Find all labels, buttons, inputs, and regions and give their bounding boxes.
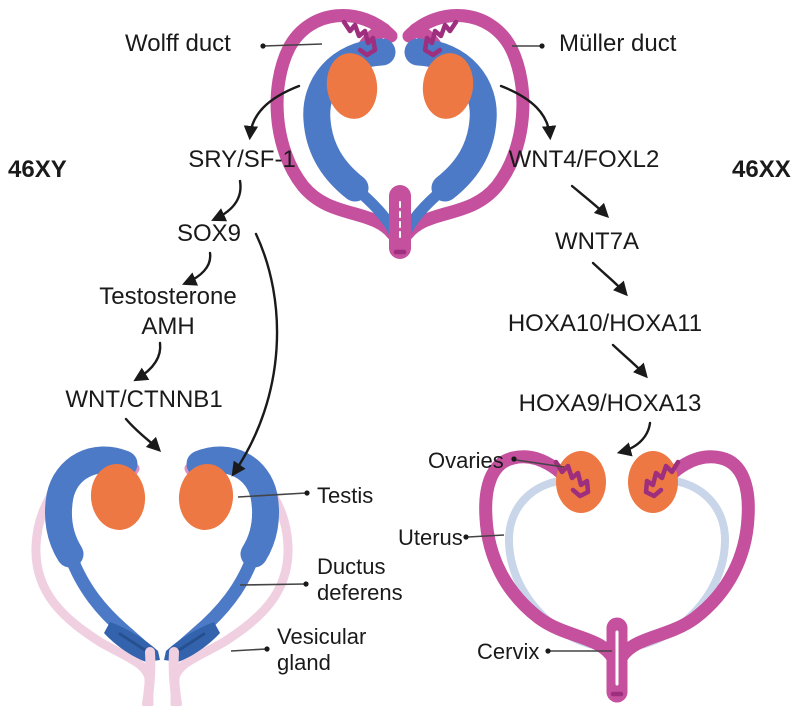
bipotential-gonad-illustration [270,9,523,259]
gene-sry-sf1: SRY/SF-1 [188,146,296,173]
arrow-amh-to-wntctnnb1 [133,341,162,382]
gonad-shape [326,53,378,119]
arrow-hoxa9-to-female [616,421,652,457]
gene-hoxa9-hoxa13: HOXA9/HOXA13 [518,390,702,417]
uterus-horn-shape [479,450,620,665]
karyotype-female-label: 46XX [732,156,791,183]
vesicular-gland-line1: Vesicular [277,624,367,649]
ductus-deferens-label: Ductus deferens [317,554,403,606]
vesicular-gland-detail [118,632,150,654]
ductus-deferens-line1: Ductus [317,554,386,579]
gene-hoxa10-hoxa11: HOXA10/HOXA11 [507,310,703,337]
muller-duct-shape [270,9,400,241]
arrow-gonad-to-sry [243,84,301,141]
arrow-wnt7a-to-hoxa10 [591,261,628,297]
muller-duct-label: Müller duct [559,30,677,57]
arrow-sry-to-sox9 [211,179,242,222]
ovaries-label: Ovaries [428,448,504,473]
vesicular-gland-line2: gland [277,650,331,675]
karyotype-male-label: 46XY [8,156,67,183]
arrow-sox9-to-testosterone [182,251,212,286]
arrow-gonad-to-wnt4 [499,84,557,141]
testis-shape [90,464,146,530]
gene-wnt4-foxl2: WNT4/FOXL2 [508,146,660,173]
male-anatomy-illustration [31,446,288,706]
cervix-label: Cervix [477,639,540,664]
arrow-wntctnnb1-to-male [124,417,162,453]
regressed-muller-tube [142,647,156,706]
female-anatomy-illustration [479,450,749,703]
pathway-arrows [124,84,652,477]
arrow-hoxa10-to-hoxa9 [611,343,648,379]
uterus-label: Uterus [398,525,463,550]
leader-lines [230,43,612,654]
gene-wnt-ctnnb1: WNT/CTNNB1 [65,386,223,413]
gene-wnt7a: WNT7A [555,228,639,255]
ductus-deferens-shape [44,446,138,568]
vesicular-gland-label: Vesicular gland [277,624,366,676]
fimbriae-detail [341,19,378,58]
ductus-deferens-line2: deferens [317,580,403,605]
gene-sox9: SOX9 [176,220,242,247]
testis-label: Testis [317,483,374,508]
arrow-sox9-to-testis [231,232,279,477]
wolff-duct-label: Wolff duct [125,30,231,57]
ovary-fimbriae-detail [553,459,591,499]
hormone-testosterone: Testosterone [99,283,237,310]
hormone-amh: AMH [141,313,195,340]
arrow-wnt4-to-wnt7a [570,184,610,219]
